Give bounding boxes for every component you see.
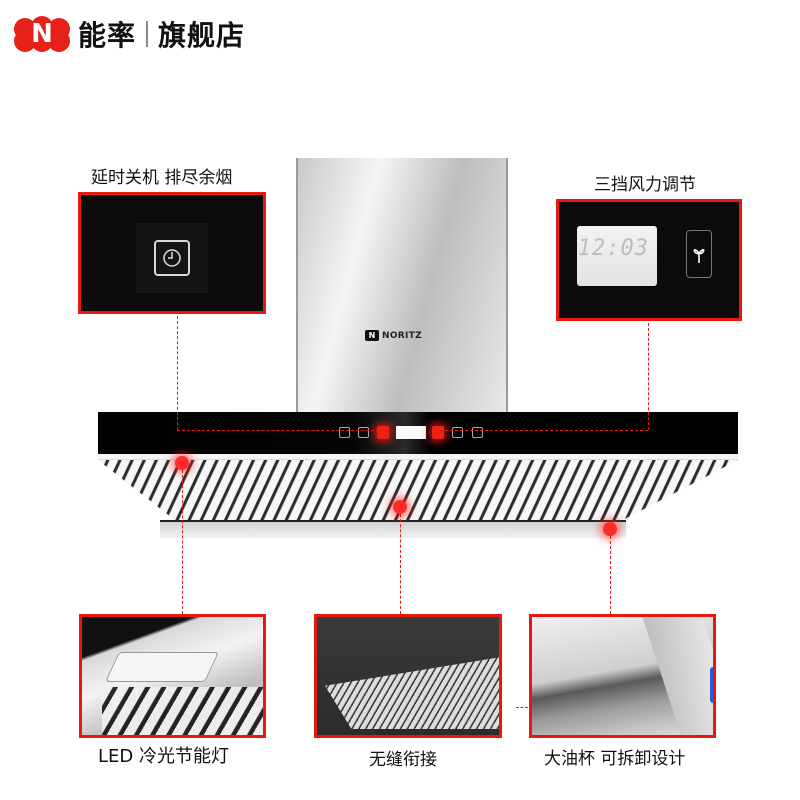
detail-oil-cup [529,614,716,738]
leader-line-side [516,707,528,708]
brand-logo-letter: N [31,19,53,49]
brand-logo-icon: N [14,16,70,52]
marker-led [175,456,189,470]
led-lamp-shape [105,652,219,682]
caption-delay-shutdown: 延时关机 排尽余烟 [91,168,233,188]
caption-oil-cup: 大油杯 可拆卸设计 [544,749,686,769]
leader-line-led [182,470,183,614]
detail-led-light [79,614,266,738]
hood-chimney: N NORITZ [296,158,508,413]
control-button-fan-highlighted [432,426,444,439]
control-button-3 [452,427,463,438]
hood-control-panel [98,412,738,454]
detail-timer-panel [78,192,266,314]
leader-line-timer-h [177,430,384,431]
seamless-filter-image [325,657,499,729]
noritz-mark-icon: N [365,330,379,341]
hood-filter-body [98,454,738,524]
lcd-time: 12:03 [577,236,649,261]
control-button-1 [339,427,350,438]
brand-divider [146,21,149,47]
control-button-4 [472,427,483,438]
marker-seam [393,500,407,514]
caption-fan-speed: 三挡风力调节 [594,175,696,195]
control-button-2 [358,427,369,438]
leader-line-fan-h [440,430,648,431]
detail-seamless [314,614,502,738]
brand-name: 能率 [78,19,137,52]
brand-header: N 能率 旗舰店 [14,14,245,54]
marker-oil-cup [603,522,617,536]
leader-line-oil-cup [610,536,611,614]
leader-line-fan-v [648,323,649,430]
hood-oil-bar [160,520,626,538]
lcd-display: 12:03 [577,226,657,286]
leader-line-seam [400,514,401,614]
detail-display-panel: 12:03 [556,199,742,321]
store-label: 旗舰店 [158,19,246,52]
oil-cup-blue-accent [710,667,713,703]
timer-clock-icon [154,240,190,276]
control-display [396,426,426,439]
oil-cup-edge [642,617,713,735]
noritz-logo: N NORITZ [365,330,422,341]
hood-trim [98,454,738,460]
leader-line-timer-v [177,316,178,430]
caption-seamless: 无缝衔接 [369,750,437,770]
led-slats [102,687,263,735]
hood-filters [98,460,738,520]
control-button-timer-highlighted [377,426,389,439]
fan-icon [686,230,712,278]
caption-led: LED 冷光节能灯 [98,746,229,767]
noritz-text: NORITZ [382,330,422,341]
